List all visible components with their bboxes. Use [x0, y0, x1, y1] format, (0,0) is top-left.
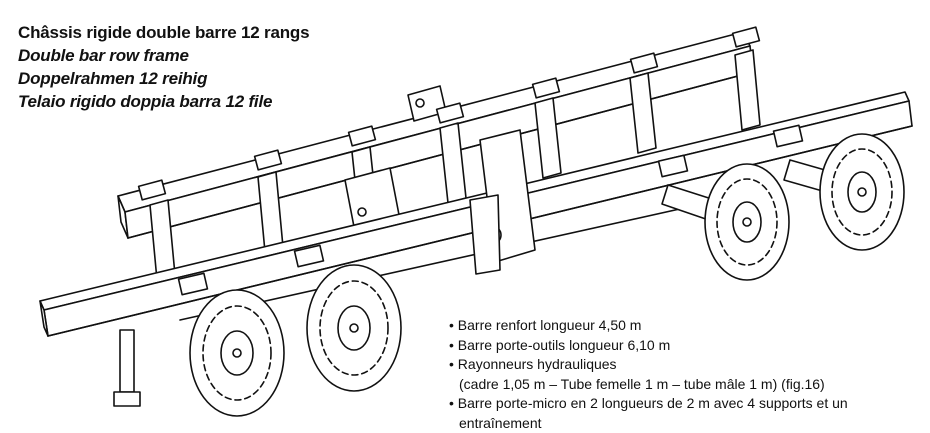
wheel-rear-right [820, 134, 904, 250]
tool-unit [470, 130, 535, 274]
wheel-rear-left [705, 164, 789, 280]
wheel-front-right [307, 265, 401, 391]
wheel-front-left [190, 290, 284, 416]
spec-item-detail: (cadre 1,05 m – Tube femelle 1 m – tube … [449, 375, 919, 395]
spec-item-detail: entraînement [449, 414, 919, 433]
spec-list: • Barre renfort longueur 4,50 m • Barre … [449, 316, 919, 433]
spec-item: • Barre porte-micro en 2 longueurs de 2 … [449, 394, 919, 414]
spec-item: • Barre renfort longueur 4,50 m [449, 316, 919, 336]
spec-item: • Rayonneurs hydrauliques [449, 355, 919, 375]
spec-item: • Barre porte-outils longueur 6,10 m [449, 336, 919, 356]
stand-leg [114, 330, 140, 406]
